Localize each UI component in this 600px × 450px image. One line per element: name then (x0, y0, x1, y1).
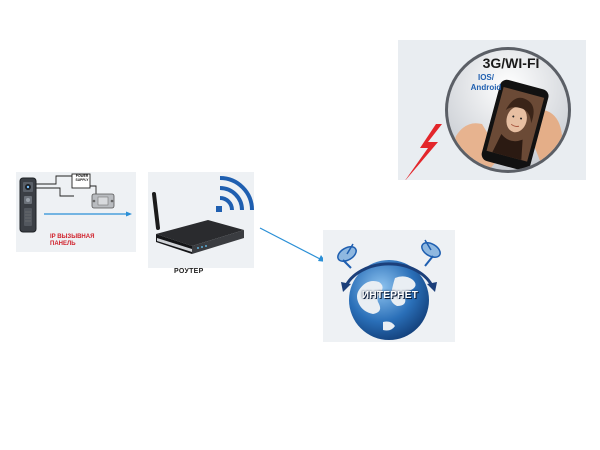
globe-icon (337, 239, 441, 340)
router-area (148, 172, 254, 268)
smartphone-illustration (405, 47, 571, 180)
router-to-internet-arrow (259, 227, 326, 262)
power-supply-label: POWER SUPPLY (75, 174, 89, 182)
phone-os-label: IOS/ Android (470, 73, 502, 92)
phone-title: 3G/WI-FI (482, 55, 540, 71)
router-icon (152, 176, 254, 254)
internet-label: ИНТЕРНЕТ (361, 290, 419, 301)
intercom-panel-label: IP ВЫЗЫВНАЯ ПАНЕЛЬ (50, 234, 95, 247)
intercom-diagram (19, 173, 132, 233)
router-label: РОУТЕР (174, 268, 204, 275)
